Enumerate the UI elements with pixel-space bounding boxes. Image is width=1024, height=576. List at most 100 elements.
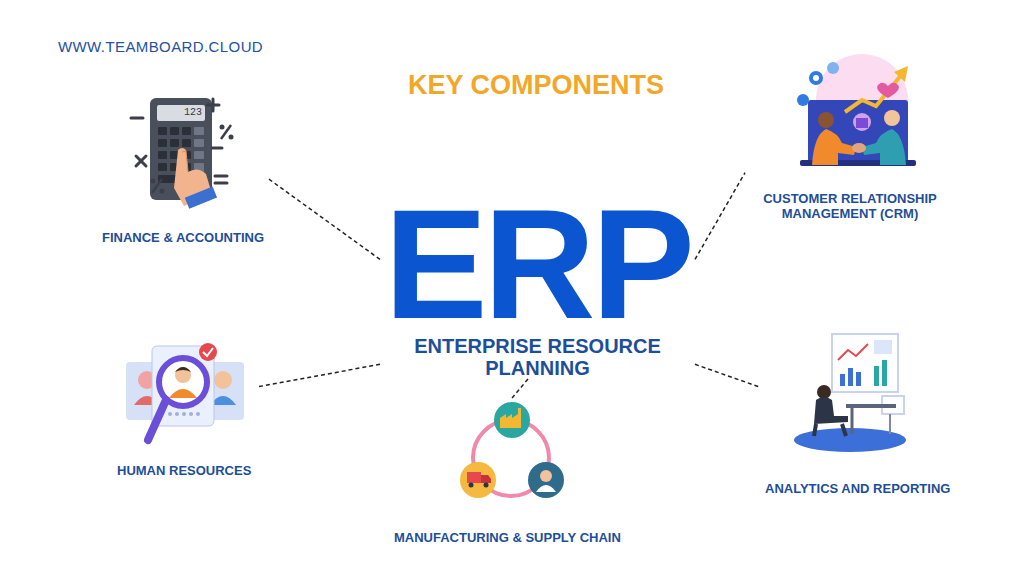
website-url: WWW.TEAMBOARD.CLOUD (58, 38, 263, 55)
illustration-shape (838, 344, 868, 360)
illustration-shape (131, 99, 227, 183)
illustration-shape (229, 135, 234, 140)
illustration-shape (852, 143, 866, 153)
illustration-shape (484, 483, 489, 488)
illustration-shape (152, 179, 162, 193)
illustration-shape (148, 400, 166, 440)
component-node: FINANCE & ACCOUNTING (97, 92, 269, 245)
illustration-shape (840, 374, 845, 386)
illustration-shape (809, 71, 823, 85)
illustration-shape (856, 372, 861, 386)
illustration-shape (194, 139, 204, 147)
illustration-shape (460, 462, 496, 498)
illustration-shape (194, 127, 204, 135)
dashed-connector (256, 364, 380, 387)
dashed-connector (695, 173, 745, 260)
illustration-shape (182, 139, 191, 147)
calculator-icon (131, 98, 234, 209)
illustration-shape (528, 462, 564, 498)
illustration-shape (168, 412, 200, 416)
illustration-shape (812, 129, 856, 165)
illustration-shape (160, 189, 165, 194)
illustration-shape (840, 368, 861, 386)
illustration-shape (467, 472, 481, 483)
illustration-shape (169, 389, 197, 398)
illustration-shape (221, 125, 231, 139)
illustration-shape (814, 424, 816, 436)
illustration-shape (845, 74, 902, 112)
hr-icon (126, 343, 244, 440)
illustration-shape (214, 371, 232, 389)
diagram-title: KEY COMPONENTS (408, 70, 664, 101)
illustration-shape (853, 113, 871, 131)
illustration-shape (817, 385, 831, 399)
illustration-shape (151, 125, 234, 194)
component-label: HUMAN RESOURCES (117, 463, 251, 478)
crm-icon (797, 54, 916, 166)
illustration-shape (158, 127, 167, 135)
supply-chain-icon (460, 402, 564, 498)
component-node: CUSTOMER RELATIONSHIP MANAGEMENT (CRM) (745, 60, 955, 221)
component-node: HUMAN RESOURCES (112, 336, 256, 478)
illustration-shape (158, 151, 167, 159)
illustration-shape (540, 470, 552, 482)
central-title-block: ERPENTERPRISE RESOURCE PLANNING (380, 195, 695, 379)
illustration-shape (158, 163, 167, 171)
dashed-connector (695, 364, 760, 387)
illustration-shape (182, 412, 186, 416)
illustration-shape (842, 424, 846, 436)
illustration-shape (469, 483, 474, 488)
component-label: FINANCE & ACCOUNTING (102, 230, 264, 245)
component-label: ANALYTICS AND REPORTING (765, 481, 950, 496)
illustration-shape (136, 156, 146, 166)
illustration-shape (158, 139, 167, 147)
illustration-shape (862, 129, 906, 165)
illustration-shape (848, 368, 853, 386)
analytics-icon (794, 334, 906, 452)
illustration-shape (877, 83, 899, 98)
illustration-shape (814, 397, 848, 424)
illustration-shape (874, 340, 892, 354)
illustration-shape (182, 127, 191, 135)
illustration-shape (212, 147, 222, 150)
illustration-shape (151, 179, 156, 184)
illustration-shape (818, 112, 834, 128)
illustration-shape (874, 366, 879, 386)
illustration-shape (199, 343, 217, 361)
illustration-shape (136, 156, 146, 166)
illustration-shape (500, 408, 521, 428)
dashed-connector (269, 179, 380, 259)
illustration-shape (175, 412, 179, 416)
illustration-shape (851, 408, 854, 434)
illustration-shape (196, 412, 200, 416)
illustration-shape (175, 367, 191, 372)
illustration-shape (481, 475, 491, 483)
illustration-shape (894, 66, 908, 82)
illustration-shape (212, 99, 215, 111)
illustration-shape (175, 367, 191, 383)
illustration-shape (889, 414, 891, 434)
illustration-shape (170, 127, 179, 135)
illustration-shape (846, 404, 896, 408)
illustration-shape (827, 62, 839, 74)
illustration-shape (168, 412, 172, 416)
illustration-shape (856, 118, 868, 128)
illustration-shape (194, 151, 204, 159)
illustration-shape (797, 94, 809, 106)
illustration-shape (882, 360, 887, 386)
illustration-shape (185, 186, 217, 208)
illustration-shape (494, 402, 530, 438)
illustration-shape (813, 75, 819, 81)
component-label: MANUFACTURING & SUPPLY CHAIN (394, 530, 621, 545)
calculator-display: 123 (157, 106, 202, 120)
acronym-heading: ERP (384, 195, 691, 335)
illustration-shape (874, 360, 887, 386)
illustration-shape (189, 412, 193, 416)
illustration-shape (215, 175, 227, 178)
illustration-shape (182, 151, 188, 171)
illustration-shape (832, 334, 898, 392)
illustration-shape (203, 348, 213, 356)
illustration-shape (131, 117, 143, 120)
illustration-shape (215, 182, 227, 185)
